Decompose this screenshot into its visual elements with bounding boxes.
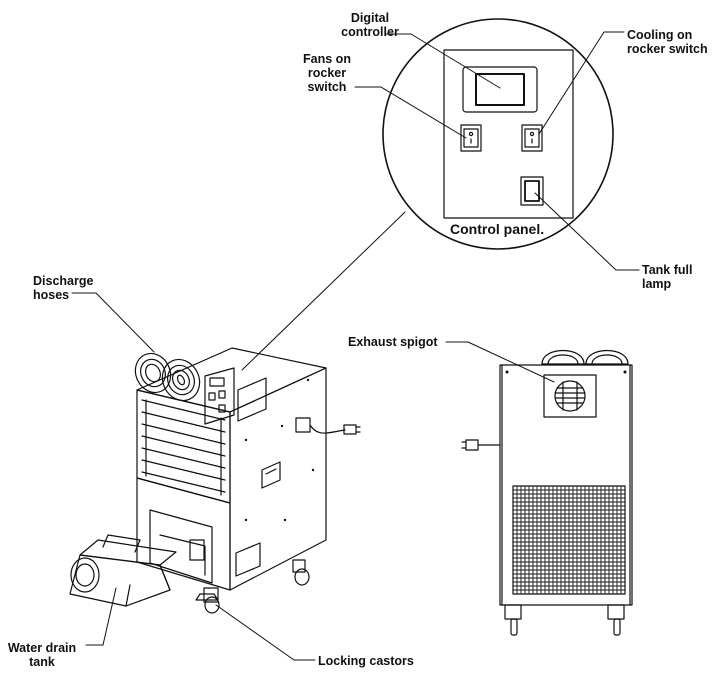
- label-line: Tank full: [642, 263, 693, 277]
- label-line: hoses: [33, 288, 70, 302]
- label-line: controller: [341, 25, 399, 39]
- fans-rocker-switch: [460, 124, 482, 152]
- label-line: tank: [29, 655, 55, 669]
- label-digital-controller: Digital controller: [334, 11, 406, 39]
- front-louvre-grille: [141, 399, 226, 496]
- label-line: switch: [307, 80, 347, 94]
- label-locking-castors: Locking castors: [318, 654, 414, 668]
- rear-vent-grille: [512, 485, 626, 595]
- control-panel-frame: [443, 49, 574, 219]
- control-panel-title: Control panel.: [450, 221, 545, 237]
- label-line: rocker: [307, 66, 347, 80]
- label-line: Digital: [350, 11, 390, 25]
- discharge-hoses: [134, 352, 201, 402]
- label-tank-full-lamp: Tank full lamp: [642, 263, 692, 291]
- label-line: lamp: [642, 277, 672, 291]
- rear-top-hoses: [541, 350, 629, 365]
- cooling-rocker-switch: [521, 124, 543, 152]
- exhaust-spigot: [543, 374, 597, 418]
- label-line: Cooling on: [627, 28, 693, 42]
- control-panel-callout: [382, 18, 614, 250]
- unit-control-panel: [204, 367, 235, 425]
- label-line: Discharge: [33, 274, 94, 288]
- label-discharge-hoses: Discharge hoses: [33, 274, 93, 302]
- label-line: Fans on: [303, 52, 351, 66]
- label-cooling-switch: Cooling on rocker switch: [627, 28, 708, 56]
- label-line: rocker switch: [627, 42, 708, 56]
- digital-controller-display: [462, 66, 538, 113]
- water-drain-tank: [69, 534, 177, 607]
- unit-front-view: [136, 347, 327, 591]
- label-line: Water drain: [7, 641, 77, 655]
- locking-castors: [195, 559, 310, 614]
- unit-rear-view: [461, 350, 633, 636]
- label-water-drain-tank: Water drain tank: [0, 641, 84, 669]
- label-exhaust-spigot: Exhaust spigot: [348, 335, 438, 349]
- tank-full-lamp-indicator: [520, 176, 544, 206]
- label-fans-switch: Fans on rocker switch: [292, 52, 362, 94]
- power-cable-left: [309, 424, 361, 435]
- leader-lines: [71, 31, 640, 661]
